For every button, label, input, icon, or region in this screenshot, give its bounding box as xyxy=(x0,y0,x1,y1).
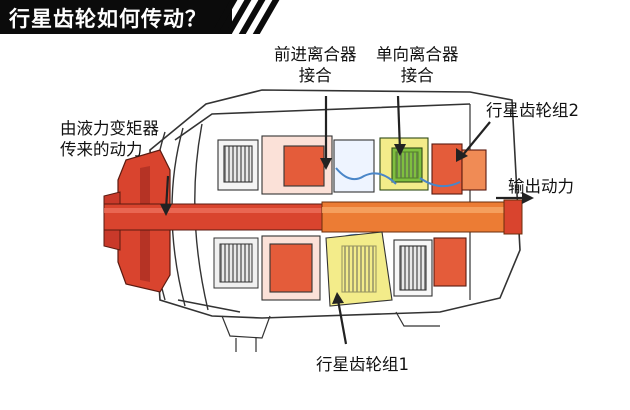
power-flow-arrows xyxy=(160,95,534,345)
housing-base xyxy=(221,311,440,352)
forward-clutch-label-line2: 接合 xyxy=(298,66,332,85)
oneway-clutch-label-line2: 接合 xyxy=(400,66,434,85)
upper-clutch-drums xyxy=(217,135,375,195)
title-banner xyxy=(0,0,232,34)
page-title: 行星齿轮如何传动？ xyxy=(9,7,207,31)
oneway-clutch-label: 单向离合器 接合 xyxy=(376,44,459,86)
forward-clutch-label-line1: 前进离合器 xyxy=(274,45,357,64)
planetary-set-1-body xyxy=(261,231,467,307)
oneway-clutch-label-line1: 单向离合器 xyxy=(376,45,459,64)
lower-clutch-pack xyxy=(213,237,259,289)
transmission-housing xyxy=(149,89,521,319)
planetary-set-1-label: 行星齿轮组1 xyxy=(316,355,409,374)
forward-clutch-label: 前进离合器 接合 xyxy=(274,44,357,86)
input-power-label-line1: 由液力变矩器 xyxy=(60,119,159,138)
input-power-label-line2: 传来的动力 xyxy=(60,140,143,159)
main-shaft xyxy=(103,199,523,235)
input-power-label: 由液力变矩器 传来的动力 xyxy=(60,118,159,160)
planetary-set-2-label: 行星齿轮组2 xyxy=(486,101,579,120)
output-power-label: 输出动力 xyxy=(508,177,574,196)
